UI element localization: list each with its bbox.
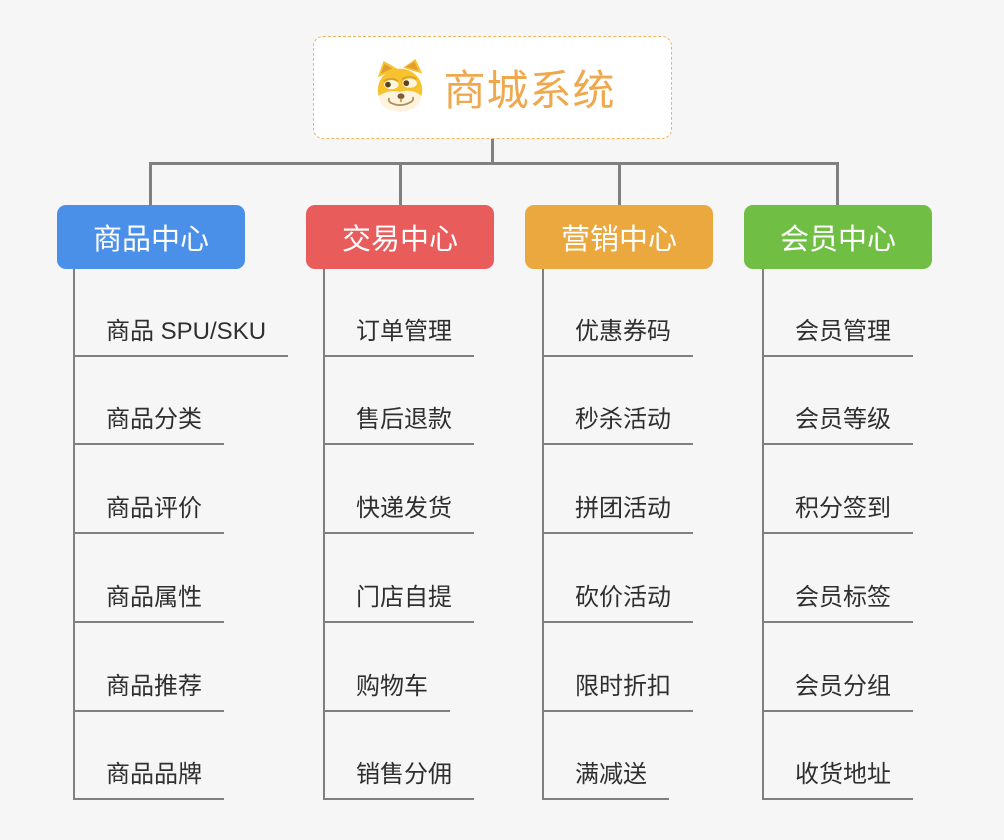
connector-drop-member (836, 162, 839, 205)
branch-header-member[interactable]: 会员中心 (744, 205, 932, 269)
sub-item[interactable]: 订单管理 (323, 317, 474, 357)
branch-header-trade[interactable]: 交易中心 (306, 205, 494, 269)
sub-item[interactable]: 销售分佣 (323, 760, 474, 800)
sub-item[interactable]: 售后退款 (323, 405, 474, 445)
branch-header-marketing[interactable]: 营销中心 (525, 205, 713, 269)
sub-item[interactable]: 会员等级 (762, 405, 913, 445)
sub-item[interactable]: 限时折扣 (542, 672, 693, 712)
branch-spine-trade (323, 269, 325, 800)
branch-spine-marketing (542, 269, 544, 800)
sub-item[interactable]: 会员标签 (762, 583, 913, 623)
sub-item[interactable]: 拼团活动 (542, 494, 693, 534)
connector-drop-product (149, 162, 152, 205)
connector-drop-trade (399, 162, 402, 205)
sub-item[interactable]: 商品 SPU/SKU (73, 317, 289, 357)
root-title: 商城系统 (443, 67, 616, 114)
sub-item[interactable]: 会员分组 (762, 672, 913, 712)
sub-item[interactable]: 秒杀活动 (542, 405, 693, 445)
sub-item[interactable]: 商品品牌 (73, 760, 224, 800)
sub-item[interactable]: 满减送 (542, 760, 669, 800)
sub-item[interactable]: 门店自提 (323, 583, 474, 623)
root-node[interactable]: 商城系统 (313, 36, 672, 139)
connector-drop-marketing (618, 162, 621, 205)
sub-item[interactable]: 砍价活动 (542, 583, 693, 623)
sub-item[interactable]: 商品分类 (73, 405, 224, 445)
branch-spine-product (73, 269, 75, 800)
connector-rail (149, 162, 839, 165)
sub-item[interactable]: 商品评价 (73, 494, 224, 534)
branch-spine-member (762, 269, 764, 800)
sub-item[interactable]: 优惠券码 (542, 317, 693, 357)
connector-root-stem (491, 139, 494, 163)
sub-item[interactable]: 会员管理 (762, 317, 913, 357)
sub-item[interactable]: 商品推荐 (73, 672, 224, 712)
sub-item[interactable]: 积分签到 (762, 494, 913, 534)
sub-item[interactable]: 购物车 (323, 672, 450, 712)
doge-face-icon (378, 58, 423, 111)
branch-header-product[interactable]: 商品中心 (57, 205, 245, 269)
sub-item[interactable]: 收货地址 (762, 760, 913, 800)
sub-item[interactable]: 商品属性 (73, 583, 224, 623)
sub-item[interactable]: 快递发货 (323, 494, 474, 534)
